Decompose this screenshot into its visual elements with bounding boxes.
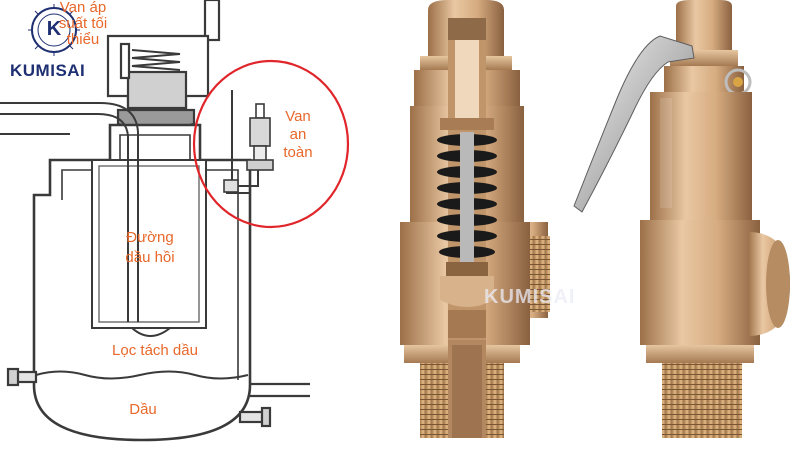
label-min-pressure-valve-line2: suất tối: [58, 15, 108, 32]
safety-valve-schematic: [223, 103, 274, 193]
logo-monogram: K: [46, 18, 62, 40]
label-oil-return-line: Đường dầu hồi: [108, 228, 192, 268]
release-lever: [573, 35, 695, 213]
label-safety-valve-line2: an: [289, 126, 307, 143]
label-oil: Dầu: [129, 401, 157, 418]
filter-cup: [131, 327, 171, 337]
drain-fitting: [238, 410, 266, 424]
label-min-pressure-valve-line3: thiểu: [66, 31, 100, 48]
valve-spring-icon: [131, 49, 181, 71]
side-outlet-right: [250, 382, 310, 398]
brand-name: KUMISAI: [10, 61, 86, 80]
safety-valve-cutaway: [400, 0, 550, 438]
label-safety-valve-line1: Van: [285, 108, 311, 125]
label-min-pressure-valve: Van áp suất tối thiểu: [38, 0, 128, 48]
separator-schematic: [0, 0, 310, 442]
label-min-pressure-valve-line1: Van áp: [59, 0, 107, 16]
label-oil-return-line2: dầu hồi: [125, 249, 175, 266]
oil-filter-element: [91, 159, 207, 329]
label-oil-separator-filter: Lọc tách dầu: [112, 342, 198, 359]
safety-valve-highlight: [192, 59, 350, 229]
valve-stem-block: [126, 70, 188, 110]
label-safety-valve-line3: toàn: [283, 144, 313, 161]
oil-level: [35, 370, 249, 380]
valve-spring-icon: [437, 134, 497, 258]
label-safety-valve: Van an toàn: [270, 108, 326, 162]
oil-return-pipe: [0, 102, 139, 322]
top-pipe: [203, 0, 221, 42]
watermark-text: KUMISAI: [484, 286, 576, 308]
kumisai-logo: [28, 4, 80, 56]
label-oil-return-line1: Đường: [126, 229, 174, 246]
safety-valve-with-lever: [573, 0, 790, 438]
